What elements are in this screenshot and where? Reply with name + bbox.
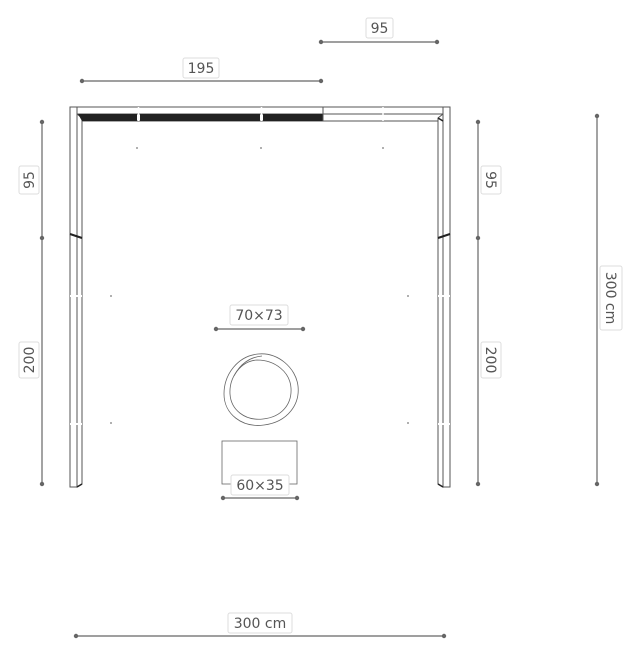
label-overall-height: 300 cm bbox=[599, 265, 623, 331]
ref-point bbox=[110, 422, 112, 424]
label-right-upper-text: 95 bbox=[482, 171, 498, 189]
label-right-upper: 95 bbox=[480, 165, 502, 195]
curtain-panel-2 bbox=[140, 114, 260, 121]
curtain-panel-3 bbox=[263, 114, 323, 121]
label-overall-height-text: 300 cm bbox=[602, 272, 618, 325]
label-chair: 70×73 bbox=[229, 304, 289, 326]
dim-endpoint bbox=[318, 39, 324, 45]
chair-back-line bbox=[233, 355, 263, 377]
ref-point bbox=[407, 295, 409, 297]
dim-endpoint bbox=[434, 39, 440, 45]
chair-outer bbox=[223, 353, 299, 426]
chair bbox=[223, 353, 299, 426]
left-joint-upper bbox=[69, 233, 83, 239]
reference-points bbox=[110, 147, 409, 424]
label-table-text: 60×35 bbox=[236, 478, 283, 494]
label-top-right: 95 bbox=[365, 17, 394, 39]
dim-endpoint bbox=[475, 119, 481, 125]
label-overall-width-text: 300 cm bbox=[234, 616, 287, 632]
dim-endpoint bbox=[594, 481, 600, 487]
curtain-panels bbox=[78, 107, 444, 122]
ref-point bbox=[260, 147, 262, 149]
label-left-upper: 95 bbox=[18, 165, 40, 195]
corner-right bbox=[437, 117, 444, 122]
left-wall-inner bbox=[76, 112, 83, 488]
chair-seat bbox=[229, 359, 292, 420]
ref-point bbox=[110, 295, 112, 297]
dim-endpoint bbox=[294, 495, 300, 501]
label-top-left: 195 bbox=[182, 57, 220, 79]
label-left-upper-text: 95 bbox=[22, 171, 38, 189]
curtain-panel-1 bbox=[78, 114, 137, 121]
dim-endpoint bbox=[475, 481, 481, 487]
dim-endpoint bbox=[318, 78, 324, 84]
dimension-labels: 95 195 95 200 95 200 300 cm bbox=[18, 17, 623, 634]
label-right-lower: 200 bbox=[480, 341, 502, 379]
dim-endpoint bbox=[594, 113, 600, 119]
dim-endpoint bbox=[300, 326, 306, 332]
dim-endpoint bbox=[73, 633, 79, 639]
label-left-lower-text: 200 bbox=[22, 347, 38, 374]
label-chair-text: 70×73 bbox=[235, 308, 282, 324]
dimension-lines bbox=[39, 39, 600, 639]
right-wall-inner bbox=[437, 112, 444, 488]
frame-structure bbox=[69, 106, 451, 488]
label-left-lower: 200 bbox=[18, 341, 40, 379]
dim-endpoint bbox=[475, 235, 481, 241]
ref-point bbox=[136, 147, 138, 149]
dim-endpoint bbox=[39, 235, 45, 241]
dim-endpoint bbox=[79, 78, 85, 84]
ref-point bbox=[407, 422, 409, 424]
label-top-left-text: 195 bbox=[188, 61, 215, 77]
dim-endpoint bbox=[39, 481, 45, 487]
left-foot bbox=[76, 483, 83, 488]
label-overall-width: 300 cm bbox=[227, 612, 293, 634]
label-table: 60×35 bbox=[230, 474, 290, 496]
right-foot bbox=[437, 483, 444, 488]
dim-endpoint bbox=[441, 633, 447, 639]
right-joint-upper bbox=[437, 233, 451, 239]
dim-endpoint bbox=[213, 326, 219, 332]
top-beam bbox=[69, 106, 451, 115]
ref-point bbox=[382, 147, 384, 149]
label-top-right-text: 95 bbox=[371, 21, 389, 37]
label-right-lower-text: 200 bbox=[482, 347, 498, 374]
dim-endpoint bbox=[220, 495, 226, 501]
dim-endpoint bbox=[39, 119, 45, 125]
